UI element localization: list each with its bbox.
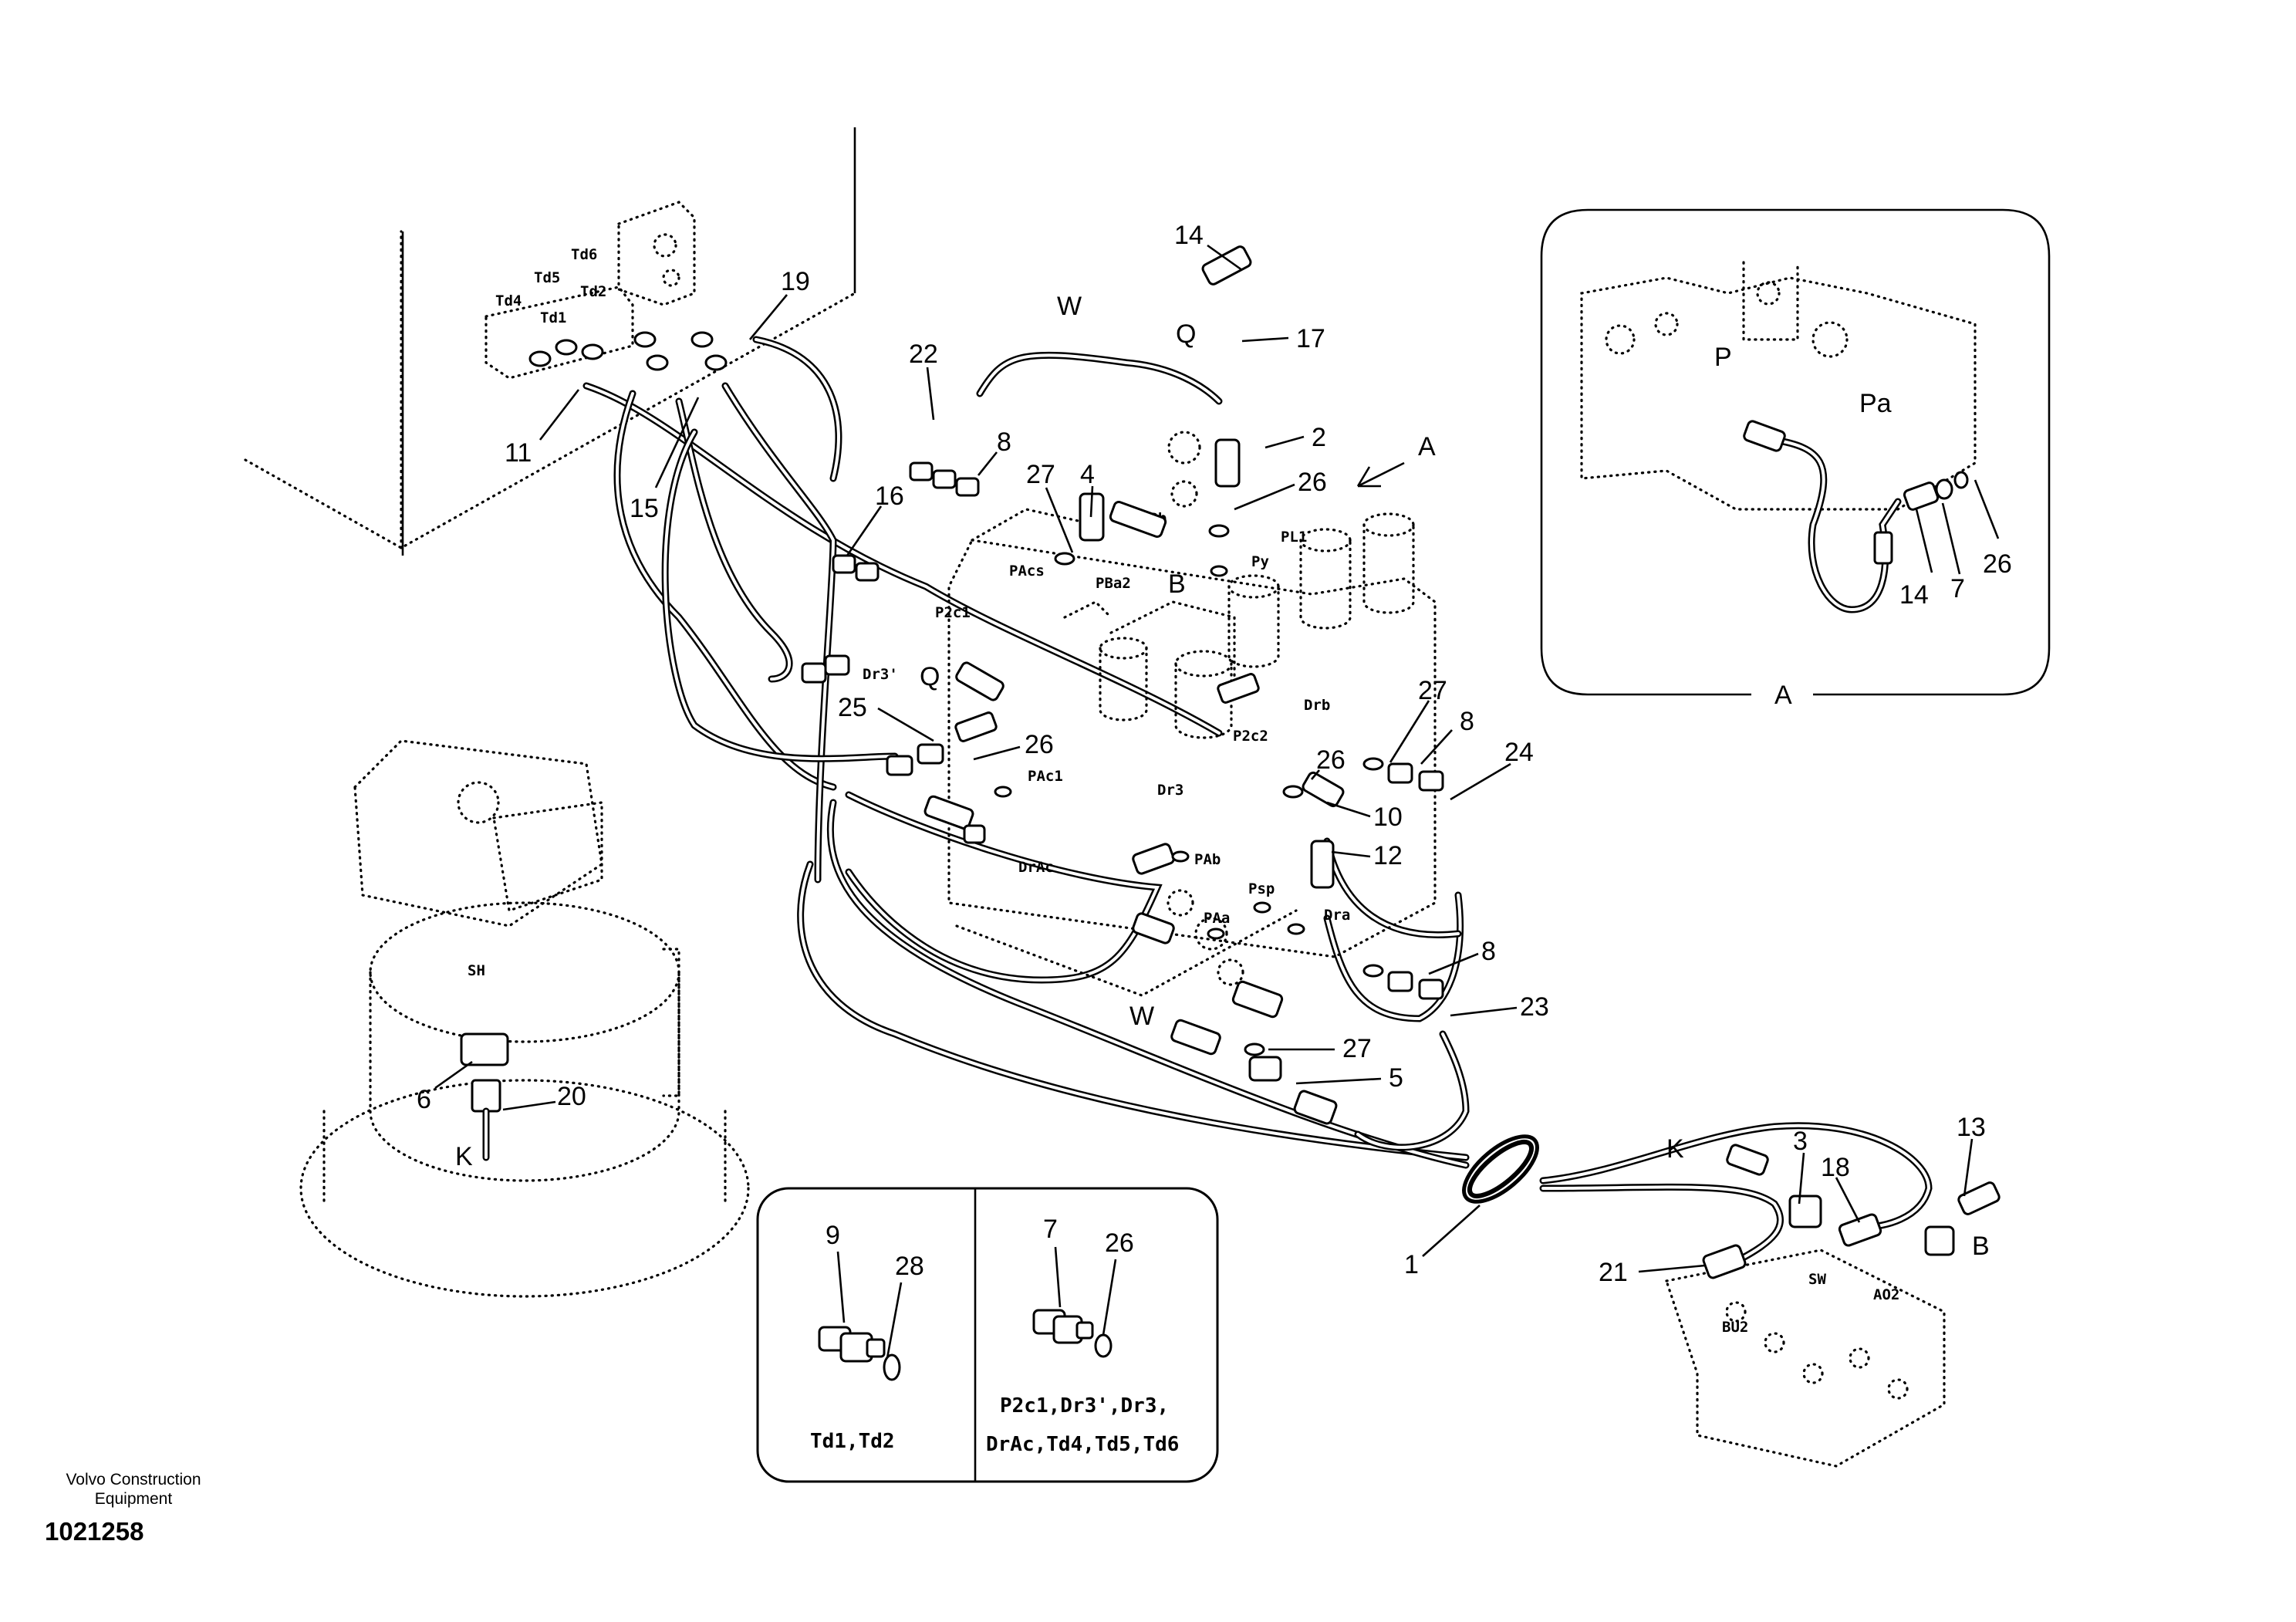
view-arrow-a: A — [1356, 432, 1436, 488]
frame-outline — [244, 127, 856, 556]
detail-caption-left: Td1,Td2 — [810, 1430, 895, 1453]
port-ao2: AO2 — [1873, 1286, 1899, 1303]
detail-caption-right-2: DrAc,Td4,Td5,Td6 — [986, 1433, 1179, 1456]
callout-8-right: 8 — [1460, 707, 1474, 736]
port-drac: DrAc — [1018, 859, 1054, 876]
port-py: Py — [1251, 553, 1269, 570]
detail-caption-right-1: P2c1,Dr3',Dr3, — [1000, 1394, 1169, 1418]
port-dr3-prime: Dr3' — [863, 666, 898, 683]
port-p2c2: P2c2 — [1233, 728, 1268, 745]
port-td6: Td6 — [571, 246, 597, 263]
letter-b-top: B — [1168, 569, 1186, 599]
callout-8-low: 8 — [1481, 937, 1496, 966]
port-td5: Td5 — [534, 269, 560, 286]
port-paa: PAa — [1204, 910, 1230, 927]
port-td1: Td1 — [540, 309, 566, 326]
letter-w-low: W — [1129, 1002, 1154, 1031]
callout-24: 24 — [1504, 738, 1534, 767]
port-sh: SH — [468, 962, 485, 979]
callout-27-right: 27 — [1418, 676, 1447, 705]
callout-12: 12 — [1373, 841, 1403, 870]
detail-callout-7: 7 — [1043, 1215, 1058, 1244]
port-pacs: PAcs — [1009, 563, 1045, 580]
clamp — [1462, 1134, 1539, 1204]
letter-b-right: B — [1972, 1232, 1990, 1261]
port-sw: SW — [1808, 1271, 1826, 1288]
footer-brand: Volvo Construction Equipment — [66, 1471, 201, 1508]
valve-fittings — [801, 245, 1444, 1125]
inset-callout-7: 7 — [1950, 574, 1965, 603]
callout-26-mid: 26 — [1025, 730, 1054, 759]
port-p2c1: P2c1 — [935, 604, 971, 621]
detail-callout-26: 26 — [1105, 1228, 1134, 1258]
callout-26-top: 26 — [1298, 468, 1327, 497]
drawing-number: 1021258 — [45, 1517, 144, 1546]
callout-10: 10 — [1373, 803, 1403, 832]
hose-bundle — [582, 336, 1933, 1269]
detail-callout-9: 9 — [826, 1221, 840, 1250]
port-pac1: PAc1 — [1028, 768, 1063, 785]
callout-27-top: 27 — [1026, 460, 1055, 489]
td-block: Td6 Td5 Td2 Td4 Td1 — [485, 201, 728, 380]
swing-motor: SH — [299, 739, 750, 1298]
port-td4: Td4 — [495, 292, 522, 309]
control-valve: PBb PL1 Py PAcs PBa2 P2c1 Dr3' PAc1 Drb … — [863, 431, 1437, 997]
callout-5: 5 — [1389, 1063, 1403, 1093]
callout-3: 3 — [1793, 1127, 1808, 1156]
inset-port-p: P — [1714, 343, 1732, 372]
letter-q-top: Q — [1176, 319, 1196, 349]
inset-callout-14: 14 — [1899, 580, 1929, 610]
port-bu2: BU2 — [1722, 1319, 1748, 1336]
callout-19: 19 — [781, 267, 810, 296]
callout-27-low: 27 — [1342, 1034, 1372, 1063]
port-dra: Dra — [1324, 907, 1350, 924]
callout-16: 16 — [875, 482, 904, 511]
letter-k-motor: K — [455, 1142, 473, 1171]
callout-23: 23 — [1520, 992, 1549, 1022]
inset-callout-26: 26 — [1983, 549, 2012, 579]
callout-22: 22 — [909, 340, 938, 369]
port-td2: Td2 — [580, 283, 606, 300]
inset-view-a: A P Pa 26 14 7 — [1540, 208, 2051, 710]
callout-25: 25 — [838, 693, 867, 722]
port-pab: PAb — [1194, 851, 1221, 868]
callout-13: 13 — [1957, 1113, 1986, 1142]
detail-callout-28: 28 — [895, 1252, 924, 1281]
callout-17: 17 — [1296, 324, 1325, 353]
callout-6: 6 — [417, 1085, 431, 1114]
letter-w-top: W — [1057, 292, 1082, 321]
callouts: 14 19 22 17 2 8 4 27 26 11 15 16 25 26 2… — [417, 221, 1986, 1287]
connection-letters: W Q B Q W K K B — [455, 292, 1990, 1261]
port-pba2: PBa2 — [1096, 575, 1131, 592]
callout-14: 14 — [1174, 221, 1204, 250]
aux-valve-block: SW AO2 BU2 — [1664, 1144, 2001, 1468]
callout-2: 2 — [1312, 423, 1326, 452]
callout-20: 20 — [557, 1082, 586, 1111]
inset-a-label: A — [1774, 681, 1792, 710]
port-drb: Drb — [1304, 697, 1330, 714]
port-pl1: PL1 — [1281, 529, 1307, 546]
detail-box: 9 28 7 26 Td1,Td2 P2c1,Dr3',Dr3, DrAc,Td… — [756, 1187, 1219, 1483]
letter-q-mid: Q — [920, 662, 940, 691]
callout-4: 4 — [1080, 460, 1095, 489]
callout-21: 21 — [1599, 1258, 1628, 1287]
arrow-a-letter: A — [1418, 432, 1436, 461]
callout-15: 15 — [630, 494, 659, 523]
callout-26-valve: 26 — [1316, 745, 1346, 775]
td-fittings — [528, 331, 728, 371]
callout-8-top: 8 — [997, 427, 1011, 457]
callout-1: 1 — [1404, 1250, 1419, 1279]
inset-port-pa: Pa — [1859, 389, 1892, 418]
callout-18: 18 — [1821, 1153, 1850, 1182]
port-psp: Psp — [1248, 880, 1275, 897]
port-dr3: Dr3 — [1157, 782, 1183, 799]
letter-k-right: K — [1666, 1134, 1684, 1164]
callout-11: 11 — [505, 438, 532, 468]
